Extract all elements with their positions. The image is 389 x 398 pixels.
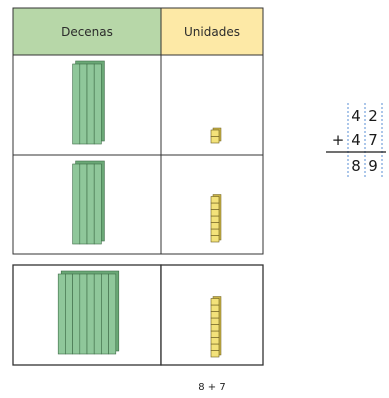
ones-cube (210, 330, 220, 338)
tens-rod (101, 273, 109, 355)
tens-rod (86, 163, 95, 245)
addend1-ones: 2 (368, 107, 378, 125)
sum-tens: 8 (351, 157, 361, 175)
tens-rod (93, 163, 102, 245)
ones-cube (210, 235, 220, 243)
tens-rod (86, 273, 95, 355)
ones-cube (210, 215, 220, 223)
ones-cube (210, 209, 220, 217)
header-ones-cell (160, 7, 264, 56)
ones-cube (210, 196, 220, 204)
addend2-tens: 4 (351, 131, 361, 149)
tens-rod (79, 273, 88, 355)
tens-rods-row-2 (72, 160, 105, 245)
addend2-ones: 7 (368, 131, 378, 149)
ones-cubes-row-2 (210, 194, 222, 243)
caption: 8 + 7 (198, 382, 225, 393)
ones-cubes-row-3 (210, 296, 222, 358)
ones-cube (210, 136, 220, 144)
ones-cube (210, 343, 220, 351)
vertical-addition: 4 2 + 4 7 8 9 (326, 103, 386, 178)
ones-cube (210, 317, 220, 325)
ones-cube (210, 129, 220, 137)
header-tens-cell (12, 7, 162, 56)
ones-cube (210, 202, 220, 210)
tens-rod (79, 163, 88, 245)
base-ten-blocks (57, 60, 222, 358)
ones-cube (210, 304, 220, 312)
ones-cubes-row-1 (210, 127, 222, 144)
tens-rod (72, 273, 81, 355)
tens-rods-row-1 (72, 60, 105, 145)
tens-rod (65, 273, 73, 355)
ones-cube (210, 311, 220, 319)
tens-rod (86, 63, 95, 145)
tens-rod (57, 273, 66, 355)
ones-cube (210, 324, 220, 332)
tens-rod (93, 63, 102, 145)
tens-rod (79, 63, 88, 145)
ones-cube (210, 298, 220, 306)
ones-cube (210, 222, 220, 230)
plus-sign: + (332, 131, 345, 149)
tens-rods-row-3 (57, 270, 120, 355)
ones-cube (210, 350, 220, 358)
ones-cube (210, 337, 220, 345)
addend1-tens: 4 (351, 107, 361, 125)
ones-cube (210, 228, 220, 236)
tens-rod (108, 273, 117, 355)
sum-ones: 9 (368, 157, 378, 175)
header-tens-label: Decenas (61, 25, 113, 39)
tens-rod (72, 163, 81, 245)
tens-rod (93, 273, 102, 355)
header-ones-label: Unidades (184, 25, 240, 39)
tens-rod (72, 63, 81, 145)
